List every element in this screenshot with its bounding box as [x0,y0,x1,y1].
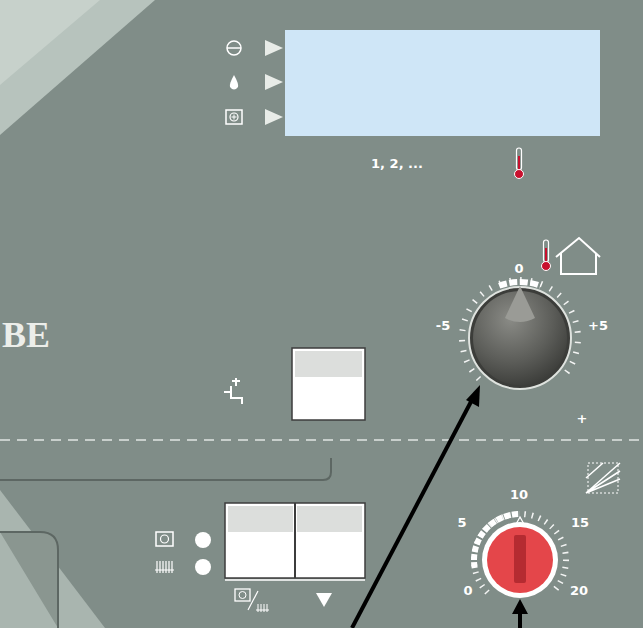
scale-number: -5 [436,319,450,332]
scale-number: 20 [570,584,588,597]
scale-number: +5 [588,319,608,332]
display-note: 1, 2, ... [371,157,423,170]
brand-text: BE [2,317,50,353]
scale-number: 0 [514,262,523,275]
scale-number: 5 [457,516,466,529]
scale-number: 10 [510,488,528,501]
scale-sign: + [577,412,588,425]
scale-number: 15 [571,516,589,529]
scale-number: 0 [463,584,472,597]
